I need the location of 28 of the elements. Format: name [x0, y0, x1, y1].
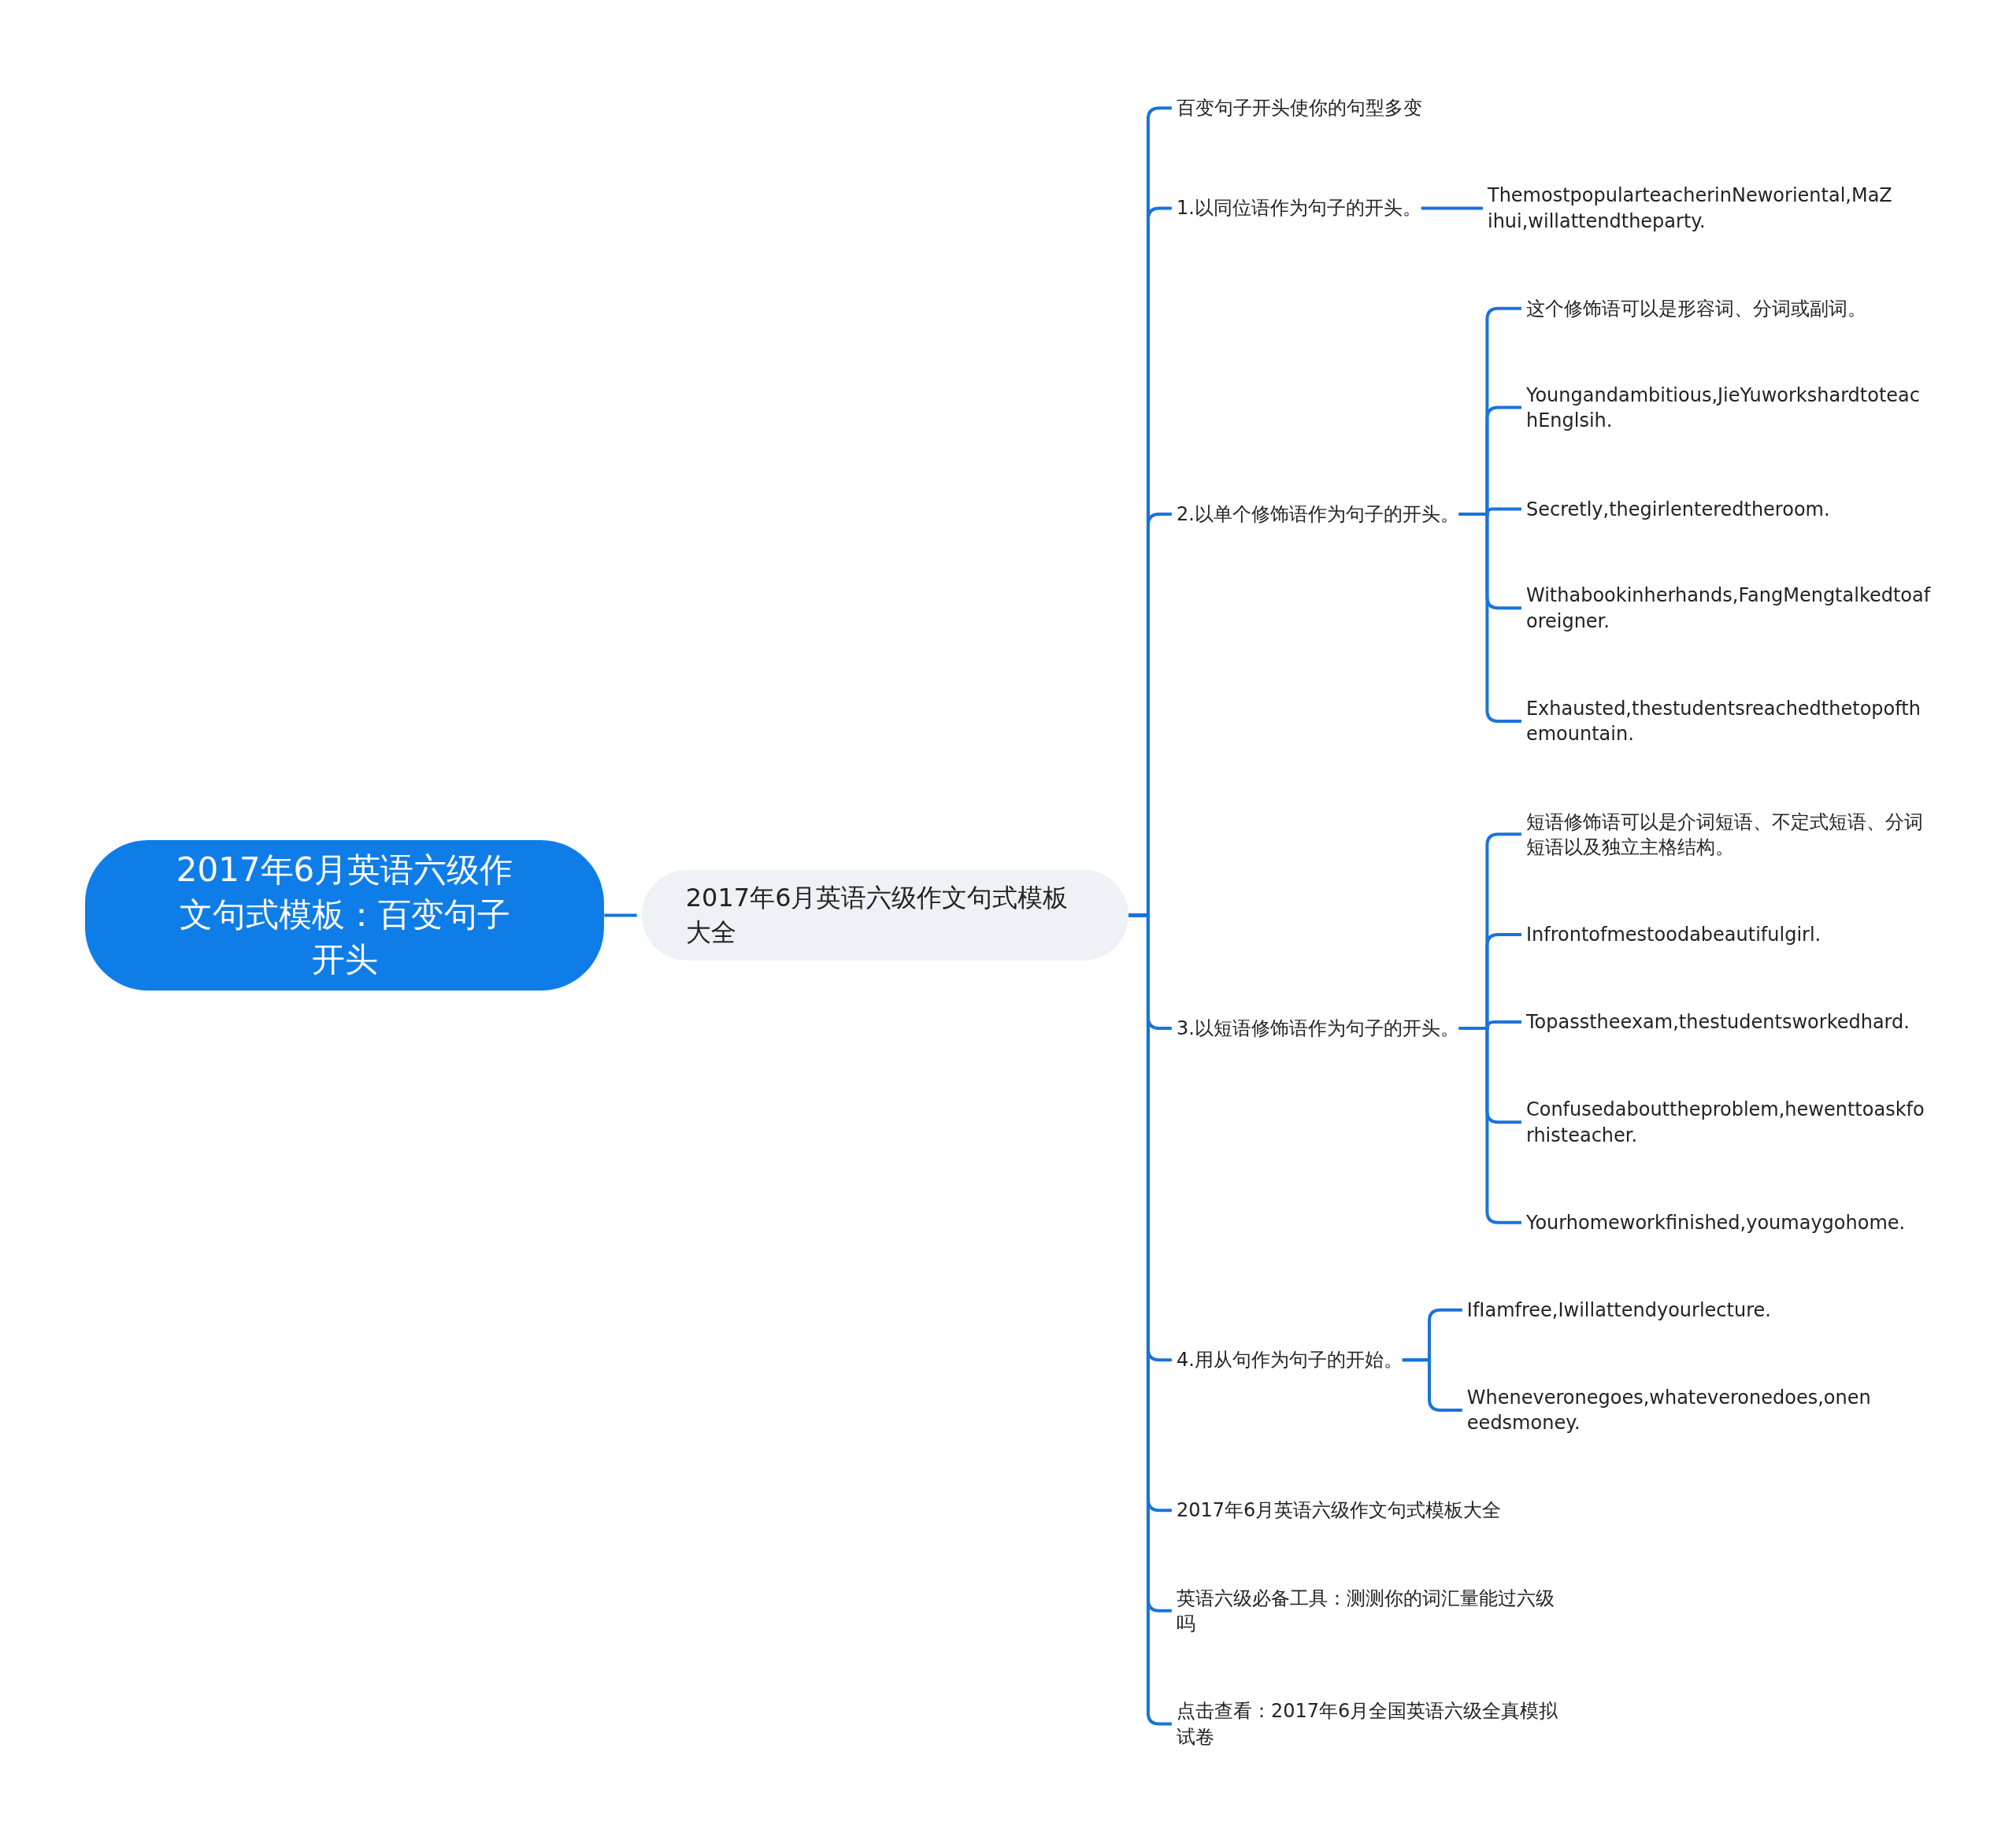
topic-text: 2.以单个修饰语作为句子的开头。 — [1176, 499, 1459, 529]
topic-text: ThemostpopularteacherinNeworiental,MaZihui,willattendtheparty. — [1487, 181, 1893, 235]
topic-text: 2017年6月英语六级作文句式模板大全 — [1176, 1496, 1502, 1525]
topic-text: 4.用从句作为句子的开始。 — [1176, 1346, 1403, 1375]
topic-text: Youngandambitious,JieYuworkshardtoteachEnglsih. — [1525, 380, 1932, 435]
central-topic: 2017年6月英语六级作文句式模板：百变句子开头 — [84, 840, 605, 991]
topic-text: Wheneveronegoes,whateveronedoes,oneneedsmoney. — [1466, 1383, 1873, 1438]
topic-text: Confusedabouttheproblem,hewenttoaskforhisteacher. — [1525, 1094, 1932, 1150]
topic-text: 百变句子开头使你的句型多变 — [1176, 93, 1422, 123]
connector-line — [1421, 206, 1483, 210]
connector-line — [1458, 1027, 1521, 1224]
topic-text: Topasstheexam,thestudentsworkedhard. — [1525, 1007, 1910, 1037]
topic-text: Infrontofmestoodabeautifulgirl. — [1525, 920, 1821, 950]
connector-line — [1458, 513, 1521, 723]
topic-text: Exhausted,thestudentsreachedthetopofthemountain. — [1525, 694, 1932, 749]
topic-text: 点击查看：2017年6月全国英语六级全真模拟试卷 — [1176, 1697, 1562, 1751]
connector-line — [604, 913, 637, 917]
topic-text: 短语修饰语可以是介词短语、不定式短语、分词短语以及独立主格结构。 — [1525, 807, 1932, 861]
topic-text: 这个修饰语可以是形容词、分词或副词。 — [1525, 294, 1866, 323]
topic-text: 英语六级必备工具：测测你的词汇量能过六级吗 — [1176, 1583, 1562, 1638]
topic-text: 3.以短语修饰语作为句子的开头。 — [1176, 1013, 1459, 1043]
topic-bubble: 2017年6月英语六级作文句式模板大全 — [641, 870, 1129, 961]
topic-text: IfIamfree,Iwillattendyourlecture. — [1466, 1295, 1771, 1324]
topic-text: 1.以同位语作为句子的开头。 — [1176, 194, 1421, 223]
connector-line — [1402, 1358, 1462, 1412]
topic-text: Secretly,thegirlenteredtheroom. — [1525, 494, 1830, 524]
topic-text: Withabookinherhands,FangMengtalkedtoaforeigner. — [1525, 580, 1932, 635]
topic-text: Yourhomeworkfinished,youmaygohome. — [1525, 1208, 1906, 1237]
